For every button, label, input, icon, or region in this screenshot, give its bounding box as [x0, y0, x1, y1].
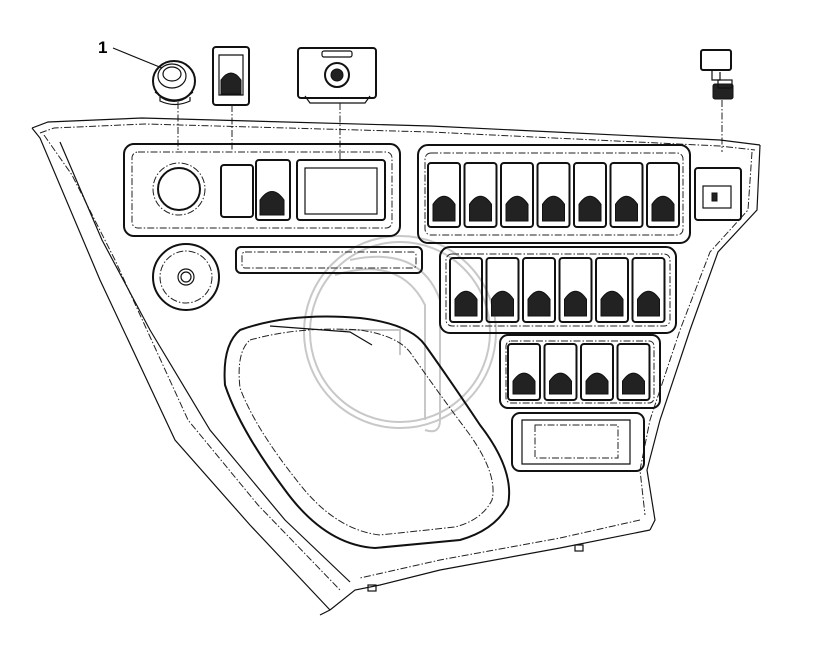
- round-knob: [152, 243, 220, 311]
- lower-rocker-row: [507, 343, 651, 401]
- middle-switch-bank: [439, 246, 677, 334]
- display-switch-icon: [297, 47, 377, 160]
- rocker-switch: [427, 162, 461, 228]
- upper-rocker-row: [427, 162, 680, 228]
- rocker-switch: [522, 257, 556, 323]
- left-switch-bay: [123, 143, 401, 237]
- callout-1[interactable]: 1: [98, 38, 163, 69]
- rocker-switch: [463, 162, 498, 228]
- rocker-switch: [485, 257, 520, 323]
- rocker-switch: [543, 343, 578, 401]
- panel-outline: [31, 117, 761, 616]
- rocker-switch: [595, 257, 629, 323]
- callout-label: 1: [98, 38, 107, 57]
- bottom-tray: [511, 412, 645, 472]
- rocker-switch: [573, 162, 607, 228]
- rocker-switch: [449, 257, 483, 323]
- rocker-switch-icon: [212, 46, 250, 150]
- upper-switch-bank: [417, 144, 691, 244]
- round-switch-icon: [152, 60, 196, 150]
- rocker-switch: [616, 343, 651, 401]
- rocker-switch: [507, 343, 541, 401]
- middle-rocker-row: [449, 257, 666, 323]
- small-connector-icon: [700, 49, 734, 152]
- rocker-switch: [609, 162, 644, 228]
- rocker-switch: [500, 162, 534, 228]
- rocker-switch: [580, 343, 614, 401]
- rocker-switch: [536, 162, 571, 228]
- rocker-switch: [631, 257, 666, 323]
- cup-holder-opening: [223, 315, 511, 550]
- rocker-switch: [646, 162, 680, 228]
- lower-switch-bank: [499, 334, 661, 409]
- single-rocker-switch: [694, 167, 742, 221]
- storage-slot: [235, 246, 423, 274]
- rocker-switch: [558, 257, 593, 323]
